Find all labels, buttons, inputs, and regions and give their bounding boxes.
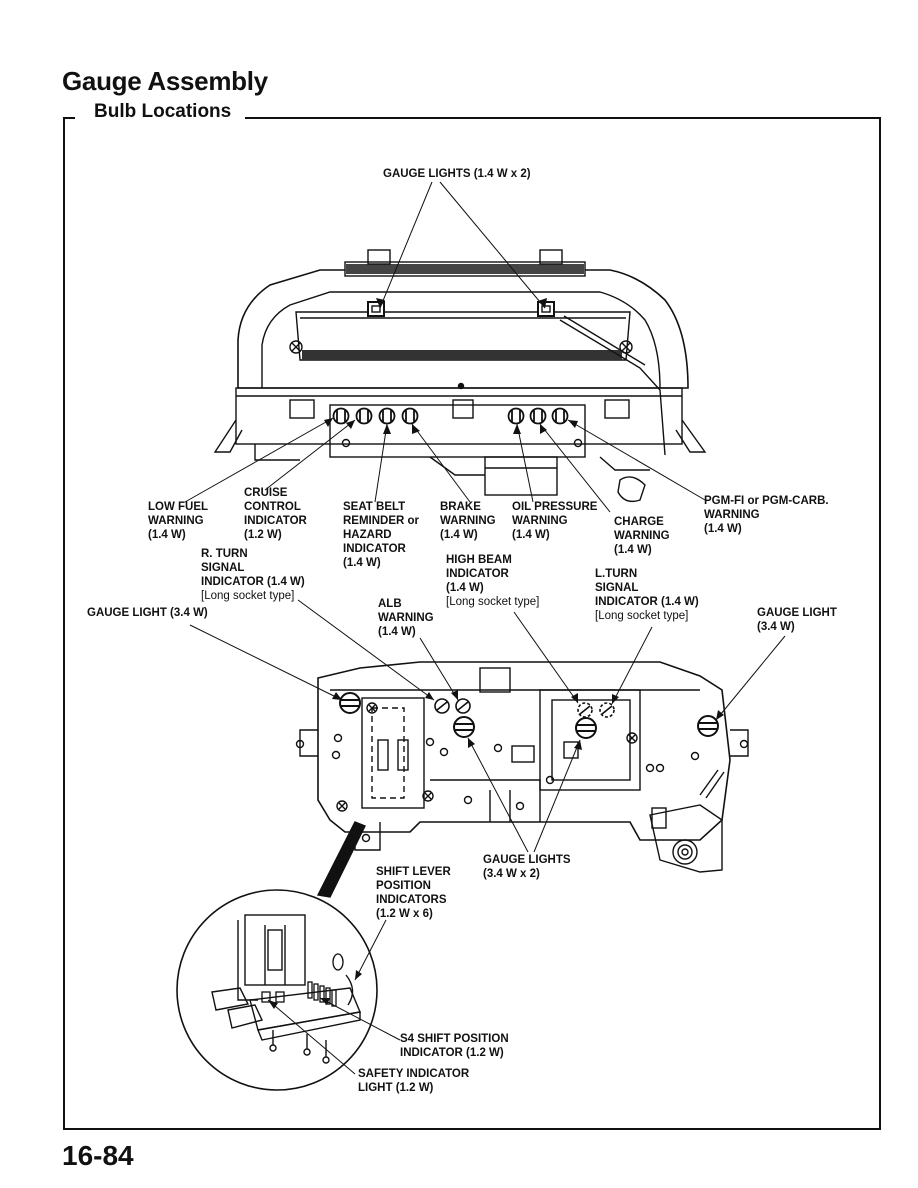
label-low-fuel-warning: LOW FUEL WARNING (1.4 W) bbox=[148, 501, 209, 541]
label-r-turn-socket-type: [Long socket type] bbox=[201, 590, 295, 602]
label-r-turn-signal-indicator: R. TURN SIGNAL INDICATOR (1.4 W) bbox=[201, 548, 305, 588]
diagram-frame bbox=[63, 117, 881, 1130]
label-safety-indicator-light: SAFETY INDICATOR LIGHT (1.2 W) bbox=[358, 1068, 470, 1094]
label-gauge-light-left: GAUGE LIGHT (3.4 W) bbox=[87, 607, 208, 619]
label-cruise-control-indicator: CRUISE CONTROL INDICATOR (1.2 W) bbox=[244, 487, 307, 541]
label-gauge-lights-top: GAUGE LIGHTS (1.4 W x 2) bbox=[383, 168, 531, 180]
label-seat-belt-reminder: SEAT BELT REMINDER or HAZARD INDICATOR (… bbox=[343, 501, 420, 569]
label-alb-warning: ALB WARNING (1.4 W) bbox=[378, 598, 434, 638]
label-shift-lever-position-indicators: SHIFT LEVER POSITION INDICATORS (1.2 W x… bbox=[376, 866, 451, 920]
page-title: Gauge Assembly bbox=[62, 66, 268, 96]
label-l-turn-socket-type: [Long socket type] bbox=[595, 610, 689, 622]
label-l-turn-signal-indicator: L.TURN SIGNAL INDICATOR (1.4 W) bbox=[595, 568, 699, 608]
leader-lines-bottom bbox=[189, 599, 786, 853]
label-s4-shift-position-indicator: S4 SHIFT POSITION INDICATOR (1.2 W) bbox=[400, 1033, 509, 1059]
label-pgm-fi-warning: PGM-FI or PGM-CARB. WARNING (1.4 W) bbox=[704, 495, 829, 535]
label-high-beam-socket-type: [Long socket type] bbox=[446, 596, 540, 608]
leader-lines-top bbox=[184, 181, 706, 513]
label-high-beam-indicator: HIGH BEAM INDICATOR (1.4 W) bbox=[446, 554, 512, 594]
section-title: Bulb Locations bbox=[90, 101, 236, 123]
shift-indicator-inset bbox=[176, 889, 378, 1091]
label-gauge-light-right: GAUGE LIGHT (3.4 W) bbox=[757, 607, 837, 633]
label-brake-warning: BRAKE WARNING (1.4 W) bbox=[440, 501, 496, 541]
label-oil-pressure-warning: OIL PRESSURE WARNING (1.4 W) bbox=[512, 501, 598, 541]
page-number: 16-84 bbox=[62, 1140, 134, 1171]
label-charge-warning: CHARGE WARNING (1.4 W) bbox=[614, 516, 670, 556]
gauge-assembly-top-view bbox=[213, 249, 707, 503]
label-gauge-lights-bottom: GAUGE LIGHTS (3.4 W x 2) bbox=[483, 854, 571, 880]
